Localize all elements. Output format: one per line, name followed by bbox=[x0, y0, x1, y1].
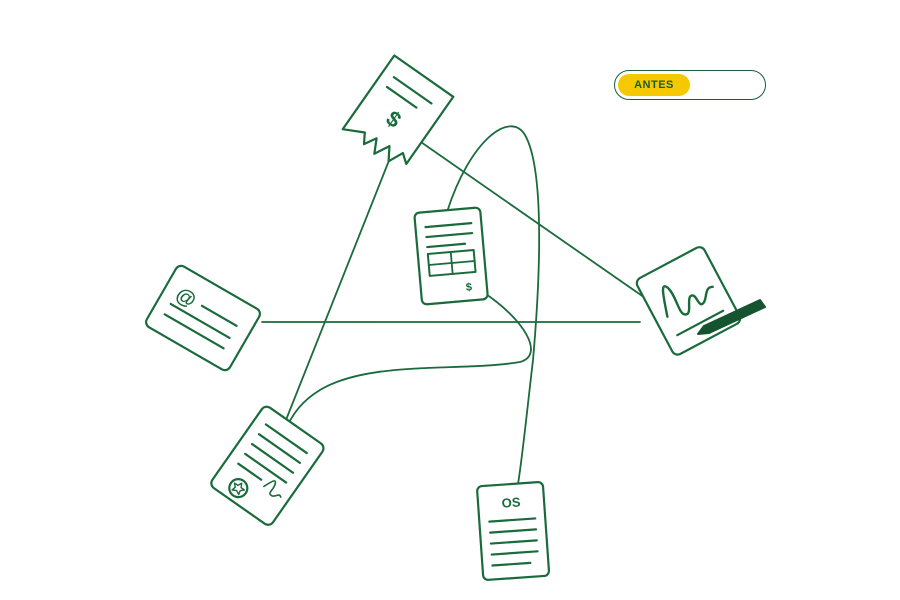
signed-contract-icon bbox=[635, 246, 742, 356]
invoice-dollar-symbol: $ bbox=[465, 281, 472, 293]
line-invoice-loop-to-os bbox=[446, 125, 541, 485]
toggle-label: ANTES bbox=[618, 74, 690, 96]
pen-icon bbox=[697, 299, 766, 335]
service-order-icon: OS bbox=[476, 481, 551, 581]
invoice-icon: $ bbox=[413, 206, 489, 306]
certificate-signature bbox=[263, 480, 282, 498]
line-receipt-to-contract bbox=[417, 139, 649, 301]
seal-icon bbox=[228, 478, 249, 499]
receipt-icon: $ bbox=[341, 54, 455, 166]
signature-scribble bbox=[661, 285, 714, 318]
line-invoice-to-certificate bbox=[284, 291, 532, 433]
certificate-icon bbox=[210, 405, 325, 526]
os-label: OS bbox=[501, 494, 521, 510]
before-toggle[interactable]: ANTES bbox=[614, 70, 766, 100]
connection-lines bbox=[261, 125, 649, 485]
line-receipt-to-certificate bbox=[281, 157, 391, 431]
email-document-icon: @ bbox=[145, 264, 261, 372]
